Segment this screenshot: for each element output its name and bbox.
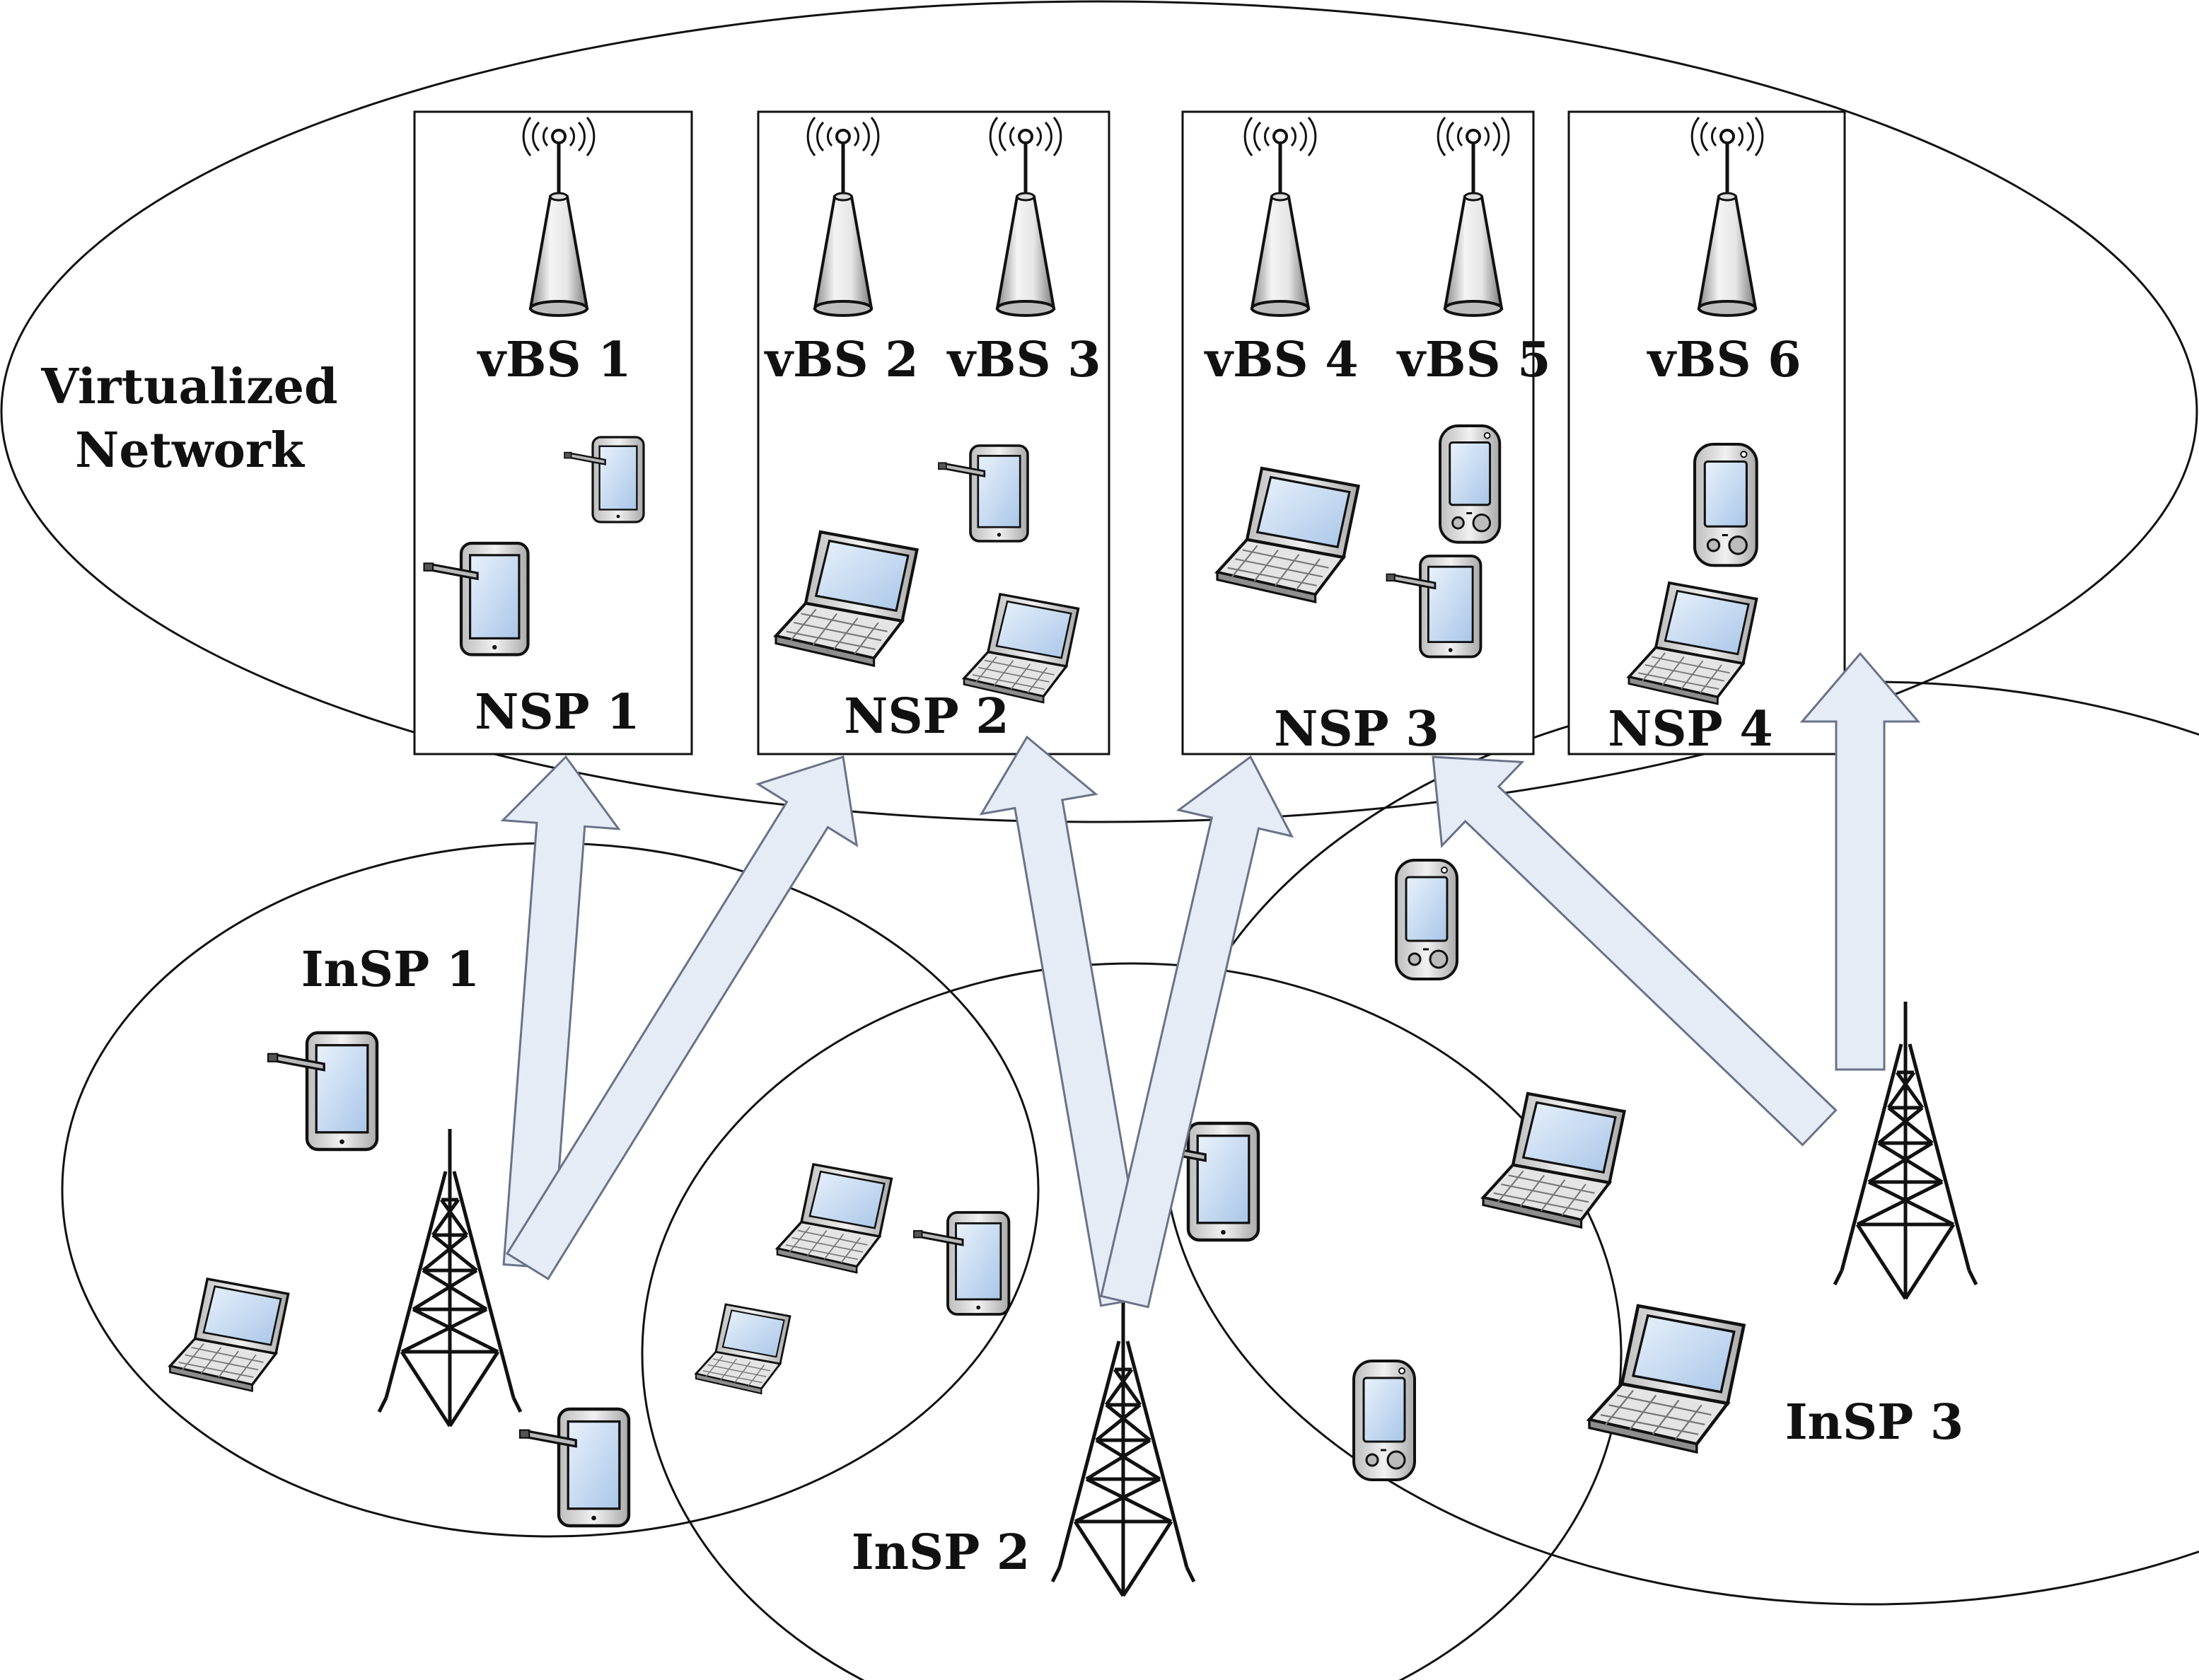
tablet-icon [912,1211,1011,1316]
vbs1-label: vBS 1 [476,332,631,388]
arrow-insp1-to-nsp2 [506,755,859,1280]
laptop-icon [695,1303,791,1395]
allocation-arrows [500,651,1921,1309]
pda-icon [1395,859,1458,980]
vbs2-label: vBS 2 [763,332,918,388]
nsp4-label: NSP 4 [1608,701,1772,758]
nsp2-label: NSP 2 [844,688,1009,745]
arrow-insp3-to-nsp4 [1799,651,1921,1071]
vbs4-label: vBS 4 [1203,332,1358,388]
vbs6-label: vBS 6 [1646,332,1801,388]
insp2-tower-icon [1052,1299,1194,1596]
laptop-icon [1483,1094,1625,1227]
laptop-icon [168,1278,290,1393]
pda-icon [1439,424,1502,544]
pda-icon [1695,444,1757,565]
tablet-icon [520,1409,629,1526]
insp2-coverage [641,962,1623,1680]
pda-icon [1352,1360,1416,1481]
insp3-coverage [1162,680,2199,1606]
tablet-icon [268,1033,377,1149]
arrow-insp3-to-nsp3 [1432,755,1838,1147]
insp2-label: InSP 2 [852,1524,1030,1581]
virtualized-network-label-line1: Virtualized [40,359,337,415]
arrow-insp1-to-nsp1 [500,755,621,1270]
vbs5-label: vBS 5 [1396,332,1550,388]
nsp1-label: NSP 1 [475,684,639,741]
virtualized-network-label-line2: Network [75,422,306,479]
laptop-icon [776,1163,893,1274]
insp1-label: InSP 1 [301,942,480,998]
laptop-icon [1589,1306,1744,1452]
vbs3-label: vBS 3 [946,332,1101,388]
insp3-label: InSP 3 [1785,1394,1963,1451]
arrow-insp2-to-nsp2 [979,735,1150,1307]
arrow-insp2-to-nsp3 [1100,755,1294,1309]
nsp3-label: NSP 3 [1274,701,1439,758]
insp1-tower-icon [379,1129,521,1426]
virtualized-network-ellipse [0,0,2198,823]
